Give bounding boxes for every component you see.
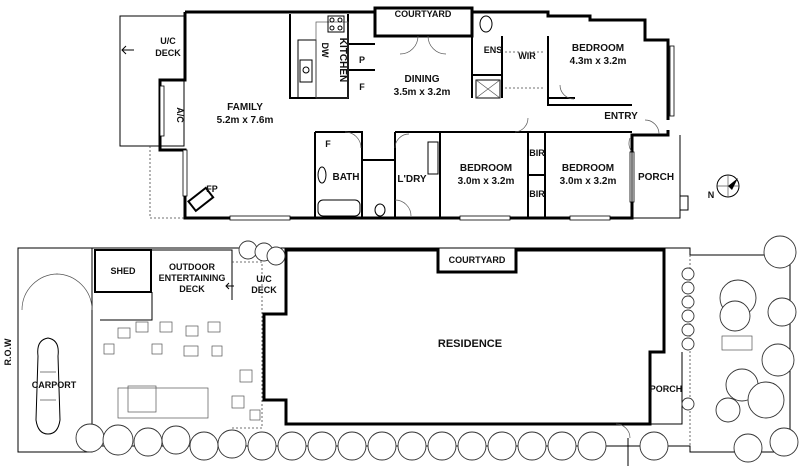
wir-label: WIR — [518, 51, 536, 61]
outdoor-deck-outline — [100, 249, 233, 321]
shed-label: SHED — [110, 266, 136, 276]
uc-site-label-2: DECK — [251, 285, 277, 295]
fireplace-icon — [187, 186, 215, 213]
car-icon — [35, 337, 61, 435]
uc-site-label-1: U/C — [256, 274, 272, 284]
bir-2-label: BIR — [529, 189, 545, 199]
courtyard-top-label: COURTYARD — [395, 9, 452, 19]
floor-plan: U/C DECK FAMILY 5.2m x 7.6m KITCHEN DW P… — [119, 6, 740, 221]
uc-deck-label-1: U/C — [160, 36, 176, 46]
outdoor-label-3: DECK — [179, 284, 205, 294]
laundry-tub — [427, 141, 439, 175]
shed-outline — [94, 249, 152, 293]
dining-dimensions: 3.5m x 3.2m — [394, 87, 451, 98]
north-label: N — [708, 190, 715, 200]
pantry-label: P — [359, 55, 365, 65]
porch-step — [680, 195, 689, 211]
kitchen-label: KITCHEN — [337, 38, 348, 82]
door-swings — [344, 84, 660, 217]
bath-fixtures — [317, 166, 386, 217]
bedroom-3-dimensions: 3.0m x 3.2m — [560, 176, 617, 187]
carport-gate-swing — [21, 273, 93, 311]
dishwasher-label: DW — [320, 43, 330, 58]
hedge-bottom — [75, 423, 669, 461]
bedroom-2-dimensions: 3.0m x 3.2m — [458, 176, 515, 187]
site-boundary — [17, 247, 791, 453]
courtyard-site-label: COURTYARD — [449, 255, 506, 265]
porch-site-outline — [649, 352, 683, 425]
row-label: R.O.W — [3, 338, 13, 366]
bedroom-1-label: BEDROOM — [572, 43, 624, 54]
bir-1-label: BIR — [529, 148, 545, 158]
ensuite-fixtures — [475, 15, 501, 99]
outdoor-furniture — [103, 321, 261, 421]
laundry-label: L'DRY — [397, 174, 427, 185]
residence-label: RESIDENCE — [438, 338, 502, 350]
bedroom-3-label: BEDROOM — [562, 163, 614, 174]
sink-icon — [299, 59, 313, 83]
entry-label: ENTRY — [604, 111, 638, 122]
site-plan: SHED OUTDOOR ENTERTAINING DECK U/C DECK … — [3, 235, 799, 466]
hedge-top — [238, 240, 286, 266]
porch-top-label: PORCH — [638, 172, 674, 183]
carport-label: CARPORT — [32, 380, 77, 390]
porch-site-label: PORCH — [650, 384, 683, 394]
courtyard-door-swing — [399, 35, 447, 55]
laundry-fridge-label: F — [325, 139, 331, 149]
north-arrow-icon — [716, 174, 740, 198]
family-label: FAMILY — [227, 102, 263, 113]
arrow-icon — [121, 45, 134, 55]
family-dimensions: 5.2m x 7.6m — [217, 115, 274, 126]
bath-label: BATH — [332, 172, 359, 183]
fireplace-label: FP — [206, 184, 218, 194]
stove-icon — [327, 15, 345, 33]
fridge-label: F — [359, 82, 365, 92]
uc-deck-site-outline — [232, 261, 263, 429]
ac-label: A/C — [175, 107, 185, 123]
garden-bench — [721, 335, 753, 351]
garden-trees — [715, 235, 799, 463]
arrow-icon-site — [225, 282, 234, 290]
ensuite-label: ENS — [484, 45, 503, 55]
outdoor-label-2: ENTERTAINING — [159, 273, 226, 283]
bedroom-1-dimensions: 4.3m x 3.2m — [570, 56, 627, 67]
porch-outline — [631, 135, 681, 219]
outdoor-label-1: OUTDOOR — [169, 262, 215, 272]
hedge-right — [681, 267, 695, 411]
bedroom-2-label: BEDROOM — [460, 163, 512, 174]
front-door-swing — [615, 423, 631, 439]
uc-deck-dotted-extension — [149, 146, 190, 219]
residence-outline — [262, 248, 666, 426]
wir-rail — [505, 51, 545, 89]
kitchen-counter — [297, 39, 317, 99]
uc-deck-label-2: DECK — [155, 48, 181, 58]
dining-label: DINING — [405, 74, 440, 85]
